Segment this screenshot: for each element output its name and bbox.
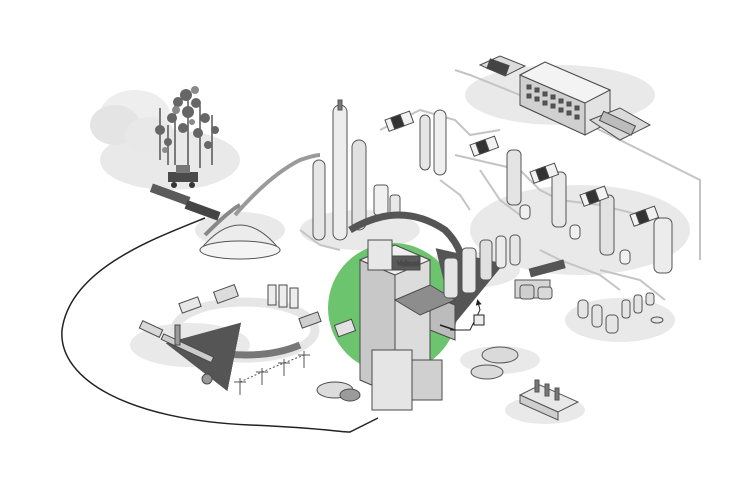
- pipe-network: [299, 69, 701, 301]
- machine-units: [384, 110, 660, 227]
- tank-field: [577, 292, 664, 334]
- tank-cluster-right: [419, 109, 673, 274]
- harvester-icon: [149, 165, 221, 221]
- digester-icon: [312, 99, 401, 241]
- connection-cable-right: [439, 324, 456, 331]
- automation-icon: [450, 299, 485, 331]
- connection-cable: [61, 217, 379, 433]
- turbine-icon: [316, 381, 361, 402]
- brand-label: Valmet: [397, 261, 420, 268]
- paper-machine-icon: [478, 55, 652, 141]
- power-pylon-icon: [234, 351, 310, 395]
- forest-icon: [90, 86, 219, 168]
- clarifier-icon: [470, 346, 519, 380]
- tank-icon: [443, 234, 566, 300]
- chip-pile-icon: [198, 153, 321, 260]
- building-icon: [518, 379, 580, 421]
- lime-loop: [138, 283, 357, 392]
- boiler-building-icon: Valmet: [358, 239, 457, 411]
